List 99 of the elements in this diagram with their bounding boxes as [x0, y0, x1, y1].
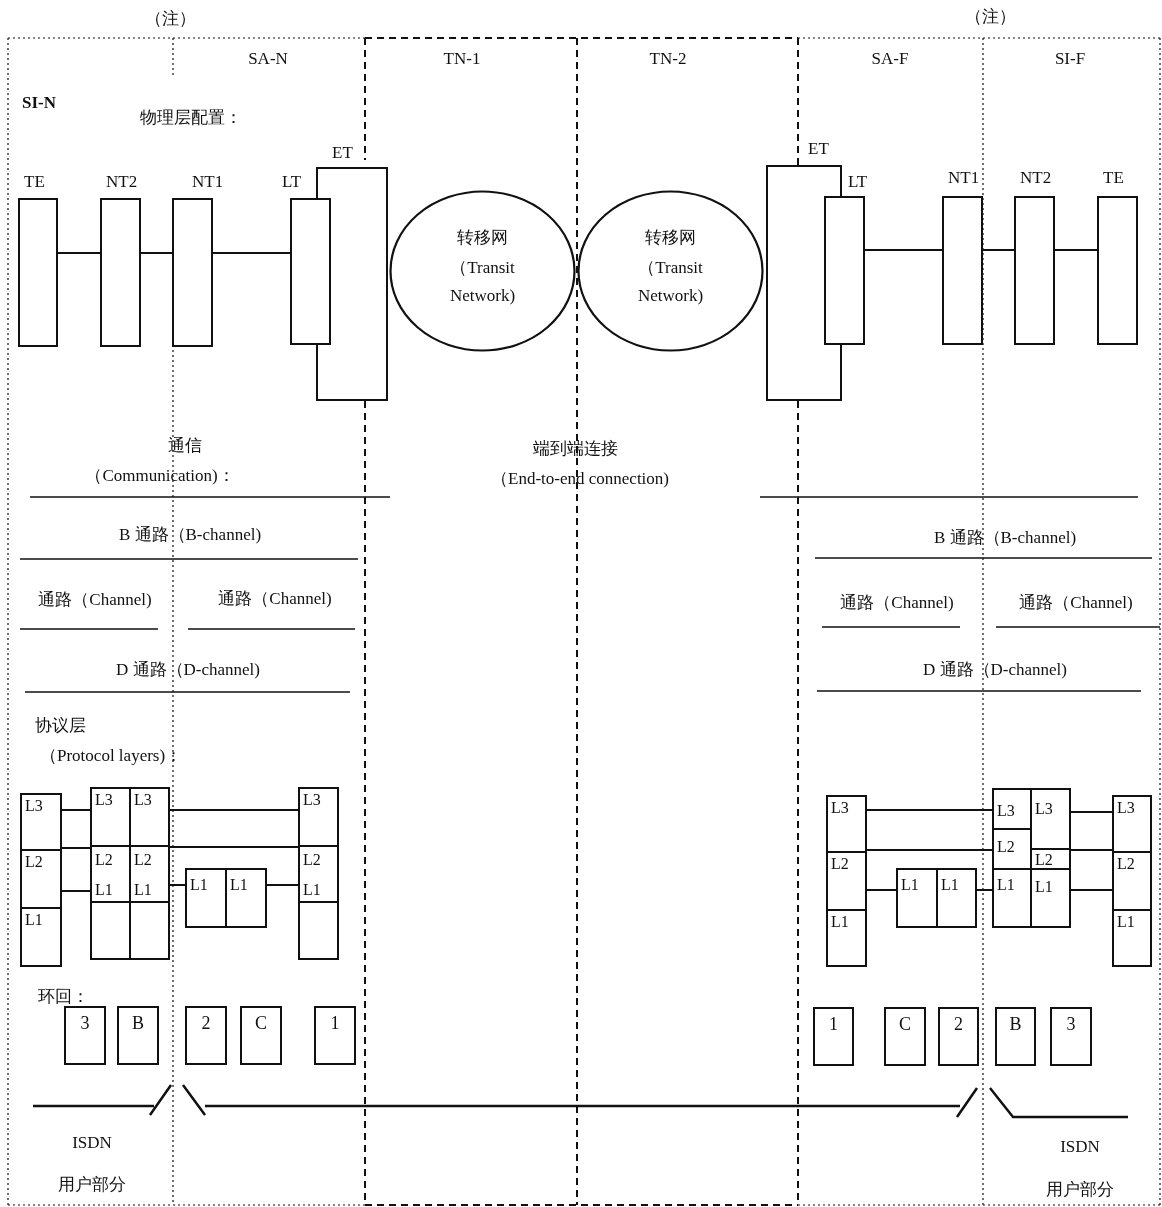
- section-heading: 通信: [168, 435, 202, 457]
- section-heading: （End-to-end connection): [491, 468, 669, 490]
- connector-line: [212, 252, 291, 254]
- layer-label: L2: [134, 851, 152, 869]
- loopback-box: 2: [938, 1007, 979, 1066]
- connector-line: [1070, 889, 1113, 891]
- section-heading: 协议层: [35, 715, 86, 737]
- device-label: NT2: [1020, 168, 1052, 188]
- connector-line: [866, 889, 897, 891]
- connector-line: [61, 890, 91, 892]
- layer-label: L2: [997, 838, 1015, 856]
- layer-label: L3: [997, 802, 1015, 820]
- channel-label: B 通路（B-channel): [933, 527, 1077, 549]
- section-heading: （Protocol layers)：: [40, 745, 183, 767]
- device-label: TE: [1103, 168, 1124, 188]
- layer-label: L1: [831, 913, 849, 931]
- loopback-box: 2: [185, 1006, 227, 1065]
- layer-label: L1: [1117, 913, 1135, 931]
- channel-label: 通路（Channel): [840, 592, 954, 614]
- connector-line: [866, 809, 993, 811]
- layer-label: L3: [1035, 800, 1053, 818]
- note-label: （注）: [144, 8, 196, 30]
- region-label: TN-2: [649, 48, 687, 70]
- connector-line: [169, 809, 299, 811]
- layer-label: L2: [1117, 855, 1135, 873]
- layer-label: L3: [95, 791, 113, 809]
- layer-label: L2: [1035, 851, 1053, 869]
- connector-line: [864, 249, 943, 251]
- layer-label: L1: [1035, 878, 1053, 896]
- channel-label: 通路（Channel): [38, 589, 152, 611]
- device-label: ET: [808, 139, 829, 159]
- section-heading: 环回：: [38, 986, 89, 1008]
- channel-label: B 通路（B-channel): [118, 524, 262, 546]
- network-label: （Transit Network): [636, 257, 705, 307]
- section-heading: （Communication)：: [85, 465, 235, 487]
- region-label: SA-F: [871, 48, 909, 70]
- loopback-box: 1: [813, 1007, 854, 1066]
- device-label: NT1: [948, 168, 980, 188]
- layer-label: L3: [1117, 799, 1135, 817]
- connector-line: [982, 249, 1015, 251]
- device-label: TE: [24, 172, 45, 192]
- layer-label: L1: [901, 876, 919, 894]
- loopback-box: 3: [64, 1006, 106, 1065]
- part-label: 用户部分: [58, 1174, 126, 1196]
- part-label: ISDN: [72, 1132, 112, 1154]
- connector-line: [61, 847, 91, 849]
- region-label: SI-N: [22, 92, 56, 114]
- network-label: 转移网: [456, 227, 509, 249]
- device-label: ET: [332, 143, 353, 163]
- channel-label: 通路（Channel): [1019, 592, 1133, 614]
- channel-label: 通路（Channel): [218, 588, 332, 610]
- loopback-box: B: [995, 1007, 1036, 1066]
- connector-line: [866, 849, 993, 851]
- layer-label: L1: [190, 876, 208, 894]
- layer-label: L3: [134, 791, 152, 809]
- network-label: 转移网: [644, 227, 697, 249]
- layer-label: L2: [831, 855, 849, 873]
- device-label: NT2: [106, 172, 138, 192]
- section-heading: 物理层配置：: [140, 107, 242, 129]
- part-label: 用户部分: [1046, 1179, 1114, 1201]
- connector-line: [169, 846, 299, 848]
- channel-label: D 通路（D-channel): [116, 659, 260, 681]
- connector-line: [1054, 249, 1098, 251]
- layer-label: L3: [831, 799, 849, 817]
- connector-line: [61, 809, 91, 811]
- layer-label: L2: [95, 851, 113, 869]
- connector-line: [140, 252, 173, 254]
- device-label: LT: [848, 172, 868, 192]
- loopback-box: B: [117, 1006, 159, 1065]
- device-label: LT: [282, 172, 302, 192]
- note-label: （注）: [964, 6, 1016, 28]
- region-label: SI-F: [1054, 48, 1086, 70]
- loopback-box: 1: [314, 1006, 356, 1065]
- layer-label: L1: [303, 881, 321, 899]
- device-label: NT1: [192, 172, 224, 192]
- loopback-box: C: [884, 1007, 926, 1066]
- connector-line: [1070, 811, 1113, 813]
- layer-label: L1: [997, 876, 1015, 894]
- loopback-box: C: [240, 1006, 282, 1065]
- loopback-box: 3: [1050, 1007, 1092, 1066]
- connector-line: [57, 252, 101, 254]
- region-label: SA-N: [248, 48, 288, 70]
- region-label: TN-1: [443, 48, 481, 70]
- layer-label: L1: [25, 911, 43, 929]
- layer-label: L2: [303, 851, 321, 869]
- layer-label: L3: [303, 791, 321, 809]
- part-label: ISDN: [1060, 1136, 1100, 1158]
- layer-label: L1: [230, 876, 248, 894]
- connector-line: [266, 884, 299, 886]
- network-label: （Transit Network): [448, 257, 517, 307]
- connector-line: [976, 889, 993, 891]
- layer-label: L1: [95, 881, 113, 899]
- connector-line: [169, 884, 186, 886]
- channel-label: D 通路（D-channel): [923, 659, 1067, 681]
- layer-label: L3: [25, 797, 43, 815]
- layer-label: L1: [134, 881, 152, 899]
- layer-label: L1: [941, 876, 959, 894]
- layer-label: L2: [25, 853, 43, 871]
- connector-line: [1070, 849, 1113, 851]
